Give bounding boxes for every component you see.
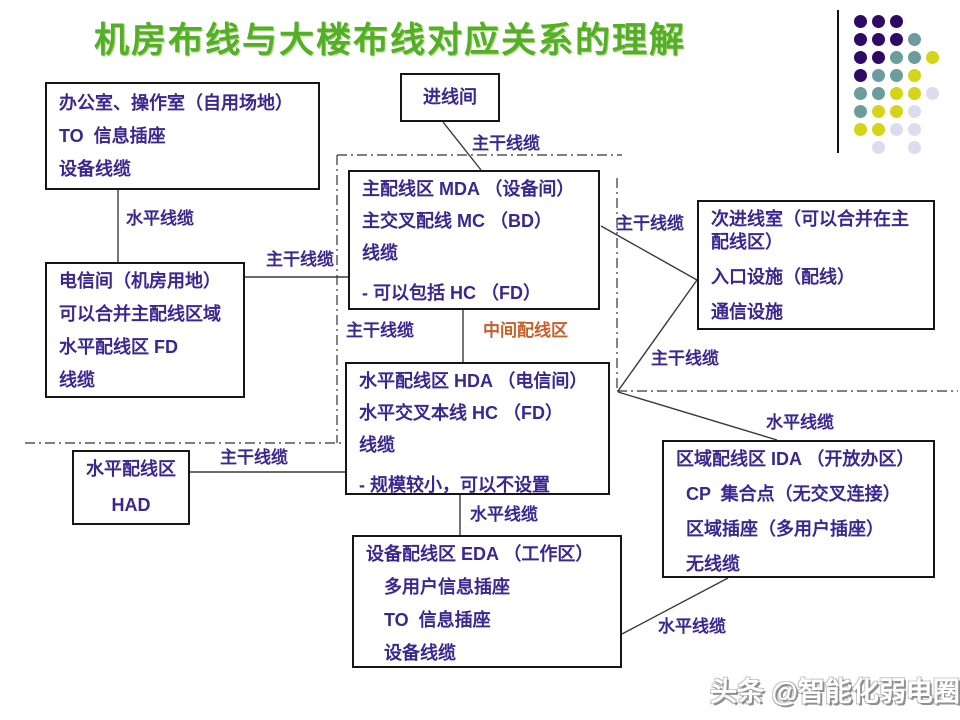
box-line: 水平配线区 HDA （电信间） [359, 371, 588, 391]
box-line: 可以合并主配线区域 [59, 304, 221, 325]
decorative-dot [890, 51, 903, 64]
box-line: 主交叉配线 MC （BD） [362, 211, 552, 232]
decorative-dot [890, 33, 903, 46]
edge-label-backbone-cable: 主干线缆 [220, 448, 288, 467]
box-line: TO 信息插座 [59, 126, 166, 147]
connector-mda-secondary [600, 225, 698, 281]
decorative-dot [890, 105, 903, 118]
connector-vertex-ida [617, 391, 778, 441]
box-ida: 区域配线区 IDA （开放办区） CP 集合点（无交叉连接） 区域插座（多用户插… [662, 440, 935, 578]
box-line: 设备线缆 [59, 159, 131, 180]
connector-entrance-mda [442, 121, 482, 171]
box-line: 次进线室（可以合并在主配线区） [711, 209, 909, 253]
box-line: 线缆 [362, 243, 398, 264]
box-line: 主配线区 MDA （设备间） [362, 179, 575, 199]
decorative-dot [926, 51, 939, 64]
decorative-dot [908, 33, 921, 46]
decorative-dot [854, 69, 867, 82]
box-eda: 设备配线区 EDA （工作区） 多用户信息插座 TO 信息插座 设备线缆 [352, 535, 622, 668]
box-line: HAD [111, 494, 151, 515]
page-title: 机房布线与大楼布线对应关系的理解 [93, 21, 686, 60]
watermark: 头条 @智能化弱电圈 [710, 677, 960, 707]
box-telecom-room: 电信间（机房用地） 可以合并主配线区域 水平配线区 FD 线缆 [45, 262, 245, 398]
decorative-dot [872, 105, 885, 118]
box-line: 区域配线区 IDA （开放办区） [676, 449, 915, 469]
edge-label-horizontal-cable: 水平线缆 [766, 413, 834, 432]
decorative-dot [854, 15, 867, 28]
decorative-dot [854, 33, 867, 46]
decorative-dot [872, 15, 885, 28]
decorative-dot [908, 105, 921, 118]
box-line: 无线缆 [686, 554, 740, 575]
box-mda: 主配线区 MDA （设备间） 主交叉配线 MC （BD） 线缆 - 可以包括 H… [348, 170, 600, 310]
box-office-workarea: 办公室、操作室（自用场地） TO 信息插座 设备线缆 [45, 82, 320, 190]
box-line: 水平配线区 [86, 459, 176, 480]
decorative-dot [890, 15, 903, 28]
decorative-dot [890, 69, 903, 82]
decorative-dot [854, 87, 867, 100]
box-secondary-entrance: 次进线室（可以合并在主配线区） 入口设施（配线） 通信设施 [697, 200, 935, 330]
decorative-dot [872, 123, 885, 136]
edge-label-backbone-cable: 主干线缆 [472, 134, 540, 153]
decorative-dot [908, 123, 921, 136]
box-line: 线缆 [359, 435, 395, 456]
box-line: 入口设施（配线） [711, 267, 855, 288]
decorative-dot [872, 141, 885, 154]
box-line: - 规模较小，可以不设置 [359, 475, 550, 496]
decorative-dot [854, 123, 867, 136]
edge-label-horizontal-cable: 水平线缆 [658, 617, 726, 636]
decorative-dot [872, 33, 885, 46]
box-entrance-room: 进线间 [400, 73, 500, 122]
decorative-dot [908, 69, 921, 82]
box-line: TO 信息插座 [384, 610, 491, 631]
connector-eda-ida [621, 577, 729, 635]
decorative-dot [908, 51, 921, 64]
box-line: 多用户信息插座 [384, 577, 510, 598]
box-had: 水平配线区 HAD [72, 450, 190, 525]
decorative-dot [926, 87, 939, 100]
box-line: 线缆 [59, 370, 95, 391]
box-line: 水平配线区 FD [59, 337, 178, 358]
label-intermediate-distribution-area: 中间配线区 [483, 321, 568, 340]
decorative-dot [890, 87, 903, 100]
decorative-dot [872, 87, 885, 100]
edge-label-backbone-cable: 主干线缆 [346, 321, 414, 340]
box-line: 电信间（机房用地） [59, 271, 221, 291]
edge-label-backbone-cable: 主干线缆 [266, 250, 334, 269]
box-line: 通信设施 [711, 302, 783, 323]
decorative-dot [908, 87, 921, 100]
connector-vertex-secondary [617, 279, 698, 392]
decorative-dot [872, 69, 885, 82]
box-hda: 水平配线区 HDA （电信间） 水平交叉本线 HC （FD） 线缆 - 规模较小… [345, 362, 610, 495]
decorative-dot [872, 51, 885, 64]
decorative-dot [890, 123, 903, 136]
edge-label-backbone-cable: 主干线缆 [651, 349, 719, 368]
dots-decoration [854, 15, 954, 165]
box-line: 设备线缆 [384, 643, 456, 664]
box-line: CP 集合点（无交叉连接） [686, 484, 901, 505]
decorative-dot [908, 141, 921, 154]
edge-label-horizontal-cable: 水平线缆 [470, 505, 538, 524]
decorative-dot [854, 105, 867, 118]
box-line: 区域插座（多用户插座） [686, 519, 884, 540]
edge-label-horizontal-cable: 水平线缆 [126, 209, 194, 228]
edge-label-backbone-cable: 主干线缆 [616, 214, 684, 233]
box-line: 设备配线区 EDA （工作区） [366, 544, 594, 564]
box-line: 办公室、操作室（自用场地） [59, 93, 293, 113]
box-line: - 可以包括 HC （FD） [362, 283, 541, 304]
box-line: 进线间 [423, 86, 477, 107]
decorative-dot [854, 51, 867, 64]
box-line: 水平交叉本线 HC （FD） [359, 403, 563, 424]
